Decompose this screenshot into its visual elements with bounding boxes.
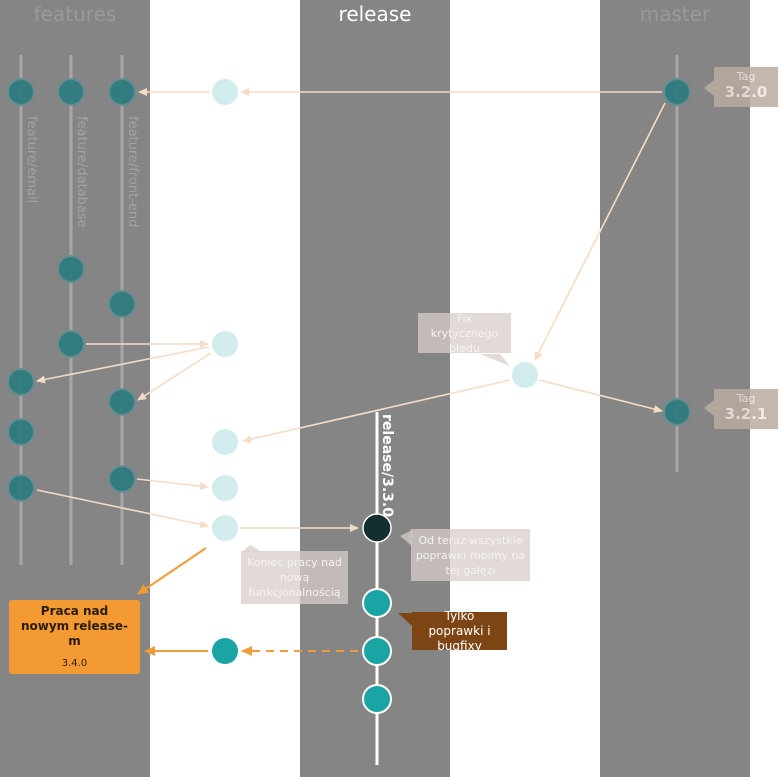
note-new-release-version: 3.4.0 — [61, 657, 88, 669]
commit-email-4 — [7, 474, 35, 502]
release-commits — [212, 513, 392, 714]
orange-arrows — [137, 547, 358, 656]
branch-label-frontend: feature/front-end — [125, 116, 140, 227]
note-only-fixes-text: Tylko poprawki i bugfixy — [428, 608, 491, 653]
note-pointer-end — [242, 545, 262, 552]
commit-dev-5 — [212, 515, 238, 541]
commit-master-2 — [663, 398, 691, 426]
commit-dev-4 — [212, 475, 238, 501]
master-column-band — [600, 0, 750, 777]
commit-dev-1 — [212, 79, 238, 105]
arrow-dev-to-email — [36, 346, 210, 384]
tag-label: Tag — [736, 70, 756, 83]
commit-dev-3 — [212, 429, 238, 455]
branch-label-release: release/3.3.0 — [379, 414, 395, 517]
note-hotfix-text: Fix krytycznego błędu — [430, 311, 499, 355]
note-from-now: Od teraz wszystkie poprawki robimy na te… — [411, 529, 530, 581]
tag-pointer-2 — [704, 400, 714, 416]
tag-3-2-0: Tag 3.2.0 — [714, 67, 778, 107]
note-end-of-work: Koniec pracy nad nową funkcjonalnością — [241, 551, 348, 604]
arrow-dev-to-frontend-2 — [137, 352, 212, 401]
commit-frontend-2 — [108, 290, 136, 318]
commit-email-1 — [7, 78, 35, 106]
commit-email-3 — [7, 418, 35, 446]
note-hotfix: Fix krytycznego błędu — [418, 311, 511, 355]
tag-pointer-1 — [704, 80, 714, 96]
note-new-release: Praca nad nowym release-m 3.4.0 — [9, 600, 140, 674]
commit-frontend-1 — [108, 78, 136, 106]
commit-database-3 — [57, 330, 85, 358]
note-new-release-title: Praca nad nowym release-m — [20, 603, 129, 648]
commit-release-1 — [362, 588, 392, 618]
commit-release-start — [362, 513, 392, 543]
tag-3-2-1: Tag 3.2.1 — [714, 389, 778, 429]
tag-version: 3.2.0 — [724, 83, 768, 101]
branch-label-database: feature/database — [74, 116, 89, 228]
tag-version: 3.2.1 — [724, 405, 768, 423]
branch-labels: feature/email feature/database feature/f… — [24, 116, 395, 517]
commit-master-1 — [663, 78, 691, 106]
commit-hotfix — [512, 362, 538, 388]
commit-dev-new — [212, 638, 238, 664]
note-pointer-hotfix — [480, 354, 510, 366]
note-from-now-text: Od teraz wszystkie poprawki robimy na te… — [415, 533, 526, 577]
commit-frontend-4 — [108, 465, 136, 493]
branch-label-email: feature/email — [24, 116, 39, 203]
faded-arrows — [36, 88, 666, 532]
feature-commits — [7, 78, 691, 502]
arrow-email-to-dev — [36, 489, 209, 529]
note-pointer-fromnow — [400, 530, 412, 546]
commit-frontend-3 — [108, 388, 136, 416]
commit-release-3 — [362, 684, 392, 714]
commit-release-2 — [362, 636, 392, 666]
commit-dev-2 — [212, 331, 238, 357]
master-column-title: master — [639, 2, 711, 26]
develop-commits — [212, 79, 538, 541]
note-end-of-work-text: Koniec pracy nad nową funkcjonalnością — [247, 556, 342, 599]
tag-label: Tag — [736, 392, 756, 405]
note-pointer-fixes — [398, 613, 412, 626]
commit-database-2 — [57, 255, 85, 283]
arrow-to-new-release — [137, 547, 207, 595]
commit-database-1 — [57, 78, 85, 106]
note-only-fixes: Tylko poprawki i bugfixy — [412, 609, 507, 653]
arrow-master-to-hotfix — [534, 102, 666, 361]
release-column-title: release — [338, 2, 412, 26]
arrow-hotfix-to-master — [538, 379, 663, 413]
features-column-title: features — [33, 2, 117, 26]
arrow-hotfix-to-dev — [242, 379, 511, 444]
commit-email-2 — [7, 368, 35, 396]
arrow-frontend-to-dev — [136, 478, 209, 491]
